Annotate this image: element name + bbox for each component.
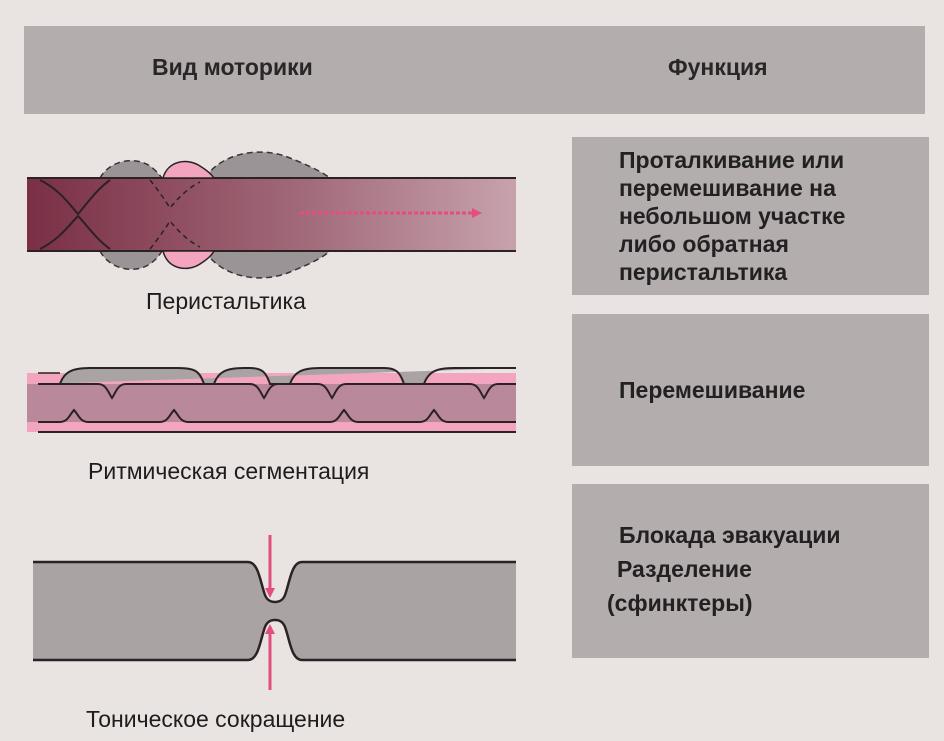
segmentation-inner-top <box>38 383 516 400</box>
peristalsis-bulge-top-pink <box>162 160 216 179</box>
function-text-line: Разделение <box>617 556 752 582</box>
header-bar <box>24 26 925 114</box>
peristalsis-constriction-mid-bottom <box>149 219 201 250</box>
peristalsis-tube <box>27 151 516 279</box>
function-text-line: Перемешивание <box>619 377 806 403</box>
caption-tonic: Тоническое сокращение <box>86 706 346 732</box>
function-text-line: перистальтика <box>619 259 788 285</box>
header-function: Функция <box>668 54 768 80</box>
tonic-tube <box>33 535 516 690</box>
tonic-tube-body <box>33 562 516 660</box>
caption-segmentation: Ритмическая сегментация <box>88 458 370 484</box>
segmentation-tube <box>27 367 516 433</box>
peristalsis-constriction-mid <box>149 179 201 210</box>
function-text-line: Проталкивание или <box>619 147 845 173</box>
segmentation-tube-body <box>27 384 516 422</box>
function-box-tonic: Блокада эвакуации Разделение (сфинктеры) <box>572 484 929 658</box>
peristalsis-bulge-bottom-gray-left <box>98 250 164 271</box>
header-motility-type: Вид моторики <box>152 54 313 80</box>
function-text-line: перемешивание на <box>619 175 836 201</box>
peristalsis-bulge-top-gray-left <box>98 159 164 179</box>
peristalsis-constriction-left-bottom <box>39 214 111 250</box>
function-text-line: (сфинктеры) <box>607 590 753 616</box>
function-text-line: либо обратная <box>619 231 789 257</box>
peristalsis-constriction-left <box>39 179 111 216</box>
function-box-segmentation: Перемешивание <box>572 314 929 466</box>
function-text-line: Блокада эвакуации <box>619 522 841 548</box>
peristalsis-bulge-top-gray <box>203 151 333 179</box>
caption-peristalsis: Перистальтика <box>146 288 306 314</box>
peristalsis-bulge-bottom-pink <box>162 250 216 270</box>
function-box-peristalsis: Проталкивание или перемешивание на небол… <box>572 137 929 295</box>
segmentation-inner-bottom <box>38 408 516 423</box>
function-text-line: небольшом участке <box>619 203 846 229</box>
peristalsis-bulge-bottom-gray <box>203 250 332 279</box>
